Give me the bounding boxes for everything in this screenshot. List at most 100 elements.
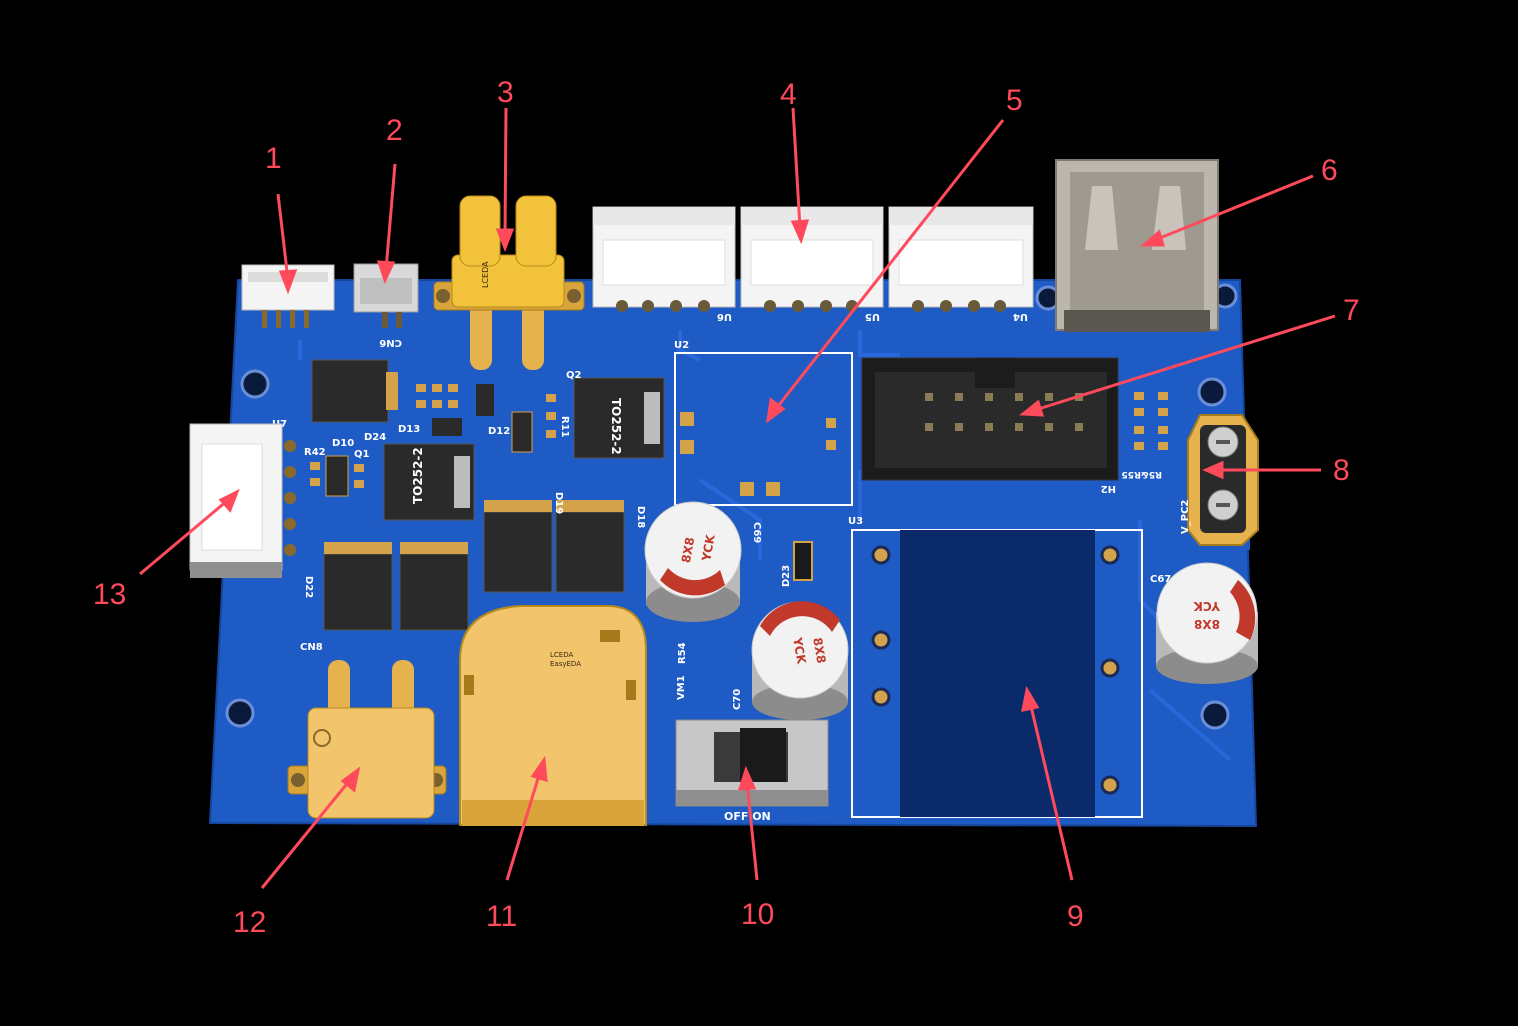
cap-label-8x8: 8X8 — [1194, 617, 1220, 631]
module-pads-5 — [680, 412, 836, 496]
label-to252-b: TO252-2 — [411, 447, 425, 504]
callout-number-7: 7 — [1343, 294, 1360, 327]
arrow-10 — [745, 781, 759, 881]
module-shield-9 — [900, 530, 1095, 817]
label-d22: D22 — [303, 576, 314, 598]
mounting-hole — [240, 369, 270, 399]
large-connector-11: LCEDA EasyEDA — [459, 605, 647, 826]
module-outline-5 — [674, 352, 853, 506]
callout-number-4: 4 — [780, 78, 797, 111]
label-u3: U3 — [848, 516, 863, 527]
arrow-11 — [505, 771, 542, 881]
label-cn8: CN8 — [300, 642, 323, 653]
mounting-hole — [225, 698, 255, 728]
mounting-hole — [1200, 700, 1230, 730]
xt30-side-connector-8 — [1180, 414, 1259, 550]
label-switch: OFF ON — [724, 810, 771, 823]
usb-port-6 — [1055, 159, 1219, 332]
header-u5 — [740, 206, 884, 308]
arrow-head-13 — [218, 488, 240, 513]
label-u2: U2 — [674, 340, 689, 351]
xt60-connector-12 — [287, 660, 447, 819]
arrow-head-11 — [530, 755, 548, 783]
jst-headers-4 — [592, 206, 1034, 312]
label-d24: D24 — [364, 432, 386, 443]
cap-label-8x8: 8X8 — [679, 536, 697, 564]
box-header-7 — [861, 357, 1119, 481]
module-holes-9 — [871, 545, 1120, 795]
arrow-head-6 — [1139, 229, 1166, 247]
callout-number-3: 3 — [497, 76, 514, 109]
capacitor-c67: YCK 8X8 — [1156, 562, 1258, 684]
label-u6: U6 — [717, 311, 732, 322]
label-d19: D19 — [553, 492, 564, 514]
label-u5: U5 — [865, 311, 880, 322]
label-d18: D18 — [635, 506, 646, 528]
label-h2: H2 — [1101, 483, 1116, 494]
label-to252-a: TO252-2 — [609, 398, 623, 455]
smd-pads-left — [310, 384, 556, 488]
label-c69: C69 — [751, 522, 762, 543]
label-u4: U4 — [1013, 311, 1028, 322]
label-c67: C67 — [1150, 574, 1171, 585]
callout-number-10: 10 — [741, 898, 774, 931]
label-d12: D12 — [488, 426, 510, 437]
arrow-head-10 — [737, 765, 757, 791]
label-vm1: VM1 — [676, 675, 687, 700]
arrow-head-12 — [340, 766, 361, 793]
label-q1: Q1 — [354, 449, 370, 460]
label-d13: D13 — [398, 424, 420, 435]
label-q2: Q2 — [566, 370, 582, 381]
arrow-13 — [139, 498, 229, 576]
label-r42: R42 — [304, 447, 326, 458]
arrow-6 — [1154, 174, 1314, 242]
cap-label-yck: YCK — [1193, 599, 1221, 613]
arrow-head-2 — [376, 260, 396, 285]
arrow-1 — [276, 193, 290, 281]
arrow-3 — [503, 107, 508, 237]
callout-number-8: 8 — [1333, 454, 1350, 487]
cap-label-yck: YCK — [790, 636, 809, 666]
callout-number-9: 9 — [1067, 900, 1084, 933]
header-u6 — [592, 206, 736, 308]
arrow-12 — [260, 779, 352, 889]
label-r54: R54 — [677, 642, 688, 664]
label-d10: D10 — [332, 438, 354, 449]
smd-pads-right — [1134, 392, 1168, 450]
label-cn6: CN6 — [379, 337, 402, 348]
callout-number-12: 12 — [233, 906, 266, 939]
slide-switch-10 — [675, 719, 829, 807]
cap-label-8x8: 8X8 — [810, 637, 828, 665]
arrow-head-4 — [790, 219, 810, 245]
arrow-head-7 — [1018, 399, 1045, 417]
callout-number-5: 5 — [1006, 84, 1023, 117]
mounting-holes — [225, 283, 1238, 730]
mounting-hole — [1197, 377, 1227, 407]
arrow-4 — [791, 107, 802, 229]
side-connector-13 — [189, 423, 296, 578]
label-r5r55: R5&R55 — [1122, 469, 1163, 479]
label-d23: D23 — [781, 565, 792, 587]
callout-number-6: 6 — [1321, 154, 1338, 187]
callout-number-13: 13 — [93, 578, 126, 611]
xt30-connector-3: LCEDA — [433, 195, 585, 370]
label-r11: R11 — [559, 416, 570, 438]
arrow-7 — [1034, 314, 1336, 412]
arrow-head-9 — [1021, 685, 1040, 712]
logo-lceda: LCEDA — [550, 651, 573, 659]
arrow-head-1 — [278, 269, 298, 295]
power-components — [311, 359, 665, 631]
callout-number-11: 11 — [486, 900, 517, 933]
arrow-head-8 — [1202, 460, 1224, 480]
arrow-5 — [773, 119, 1005, 411]
diode-d23 — [793, 541, 813, 581]
arrow-9 — [1028, 701, 1074, 881]
logo-lceda-top: LCEDA — [481, 261, 490, 288]
capacitor-c70: 8X8 YCK — [751, 601, 849, 720]
callout-number-2: 2 — [386, 114, 403, 147]
arrow-head-3 — [495, 228, 515, 253]
arrow-2 — [384, 163, 397, 271]
callout-arrows — [139, 107, 1336, 889]
label-v-pc2: V_PC2 — [1180, 500, 1191, 534]
